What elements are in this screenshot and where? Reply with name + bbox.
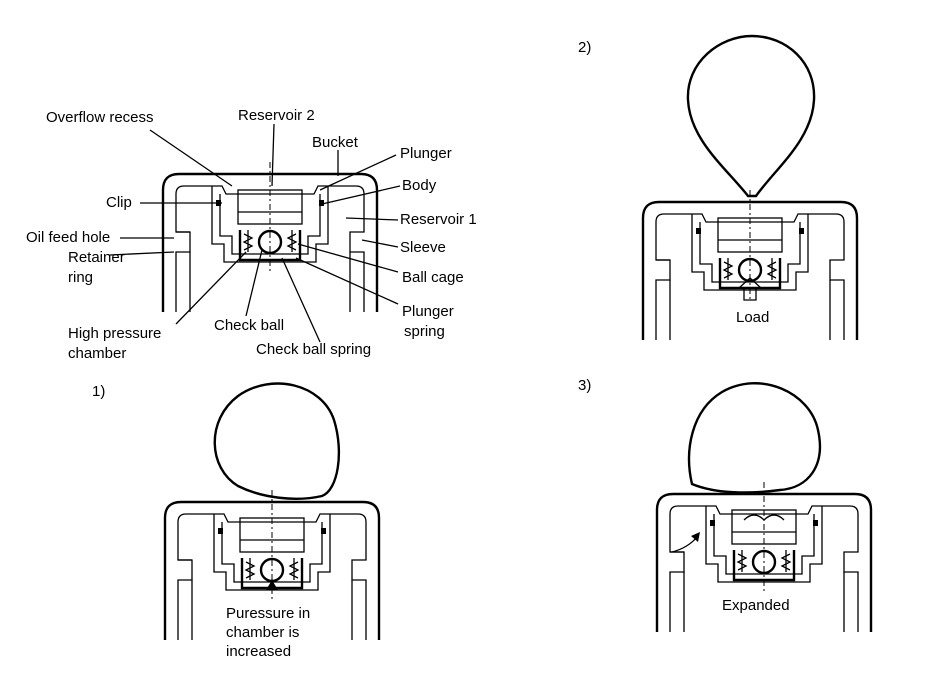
label-bucket: Bucket <box>312 134 359 151</box>
panel-2-caption: Load <box>736 309 769 326</box>
label-overflow-recess: Overflow recess <box>46 109 154 126</box>
label-body: Body <box>402 177 437 194</box>
label-retainer-ring-2: ring <box>68 269 93 286</box>
label-clip: Clip <box>106 194 132 211</box>
panel-3: 3) Expanded <box>578 377 873 634</box>
panel-2: 2) Load <box>578 34 859 342</box>
main-leader-lines <box>109 123 401 343</box>
label-high-pressure-2: chamber <box>68 345 126 362</box>
label-plunger-spring-2: spring <box>404 323 445 340</box>
panel-1-caption-2: chamber is <box>226 624 299 641</box>
label-plunger-spring-1: Plunger <box>402 303 454 320</box>
panel-1-caption-3: increased <box>226 643 291 660</box>
label-sleeve: Sleeve <box>400 239 446 256</box>
label-high-pressure-1: High pressure <box>68 325 161 342</box>
load-arrow-icon <box>737 277 763 301</box>
label-ball-cage: Ball cage <box>402 269 464 286</box>
label-check-ball-spring: Check ball spring <box>256 341 371 358</box>
label-reservoir-2: Reservoir 2 <box>238 107 315 124</box>
panel-3-number: 3) <box>578 377 591 394</box>
panel-1-cam-lobe <box>213 382 341 500</box>
panel-3-caption: Expanded <box>722 597 790 614</box>
label-reservoir-1: Reservoir 1 <box>400 211 477 228</box>
panel-1-number: 1) <box>92 383 105 400</box>
main-labels: Overflow recess Reservoir 2 Bucket Plung… <box>26 107 477 362</box>
panel-1-caption-1: Puressure in <box>226 605 310 622</box>
panel-2-number: 2) <box>578 39 591 56</box>
label-check-ball: Check ball <box>214 317 284 334</box>
panel-2-cam-lobe <box>686 34 816 198</box>
main-cross-section <box>161 160 379 314</box>
label-plunger: Plunger <box>400 145 452 162</box>
label-retainer-ring-1: Retainer <box>68 249 125 266</box>
label-oil-feed-hole: Oil feed hole <box>26 229 110 246</box>
panel-3-cam-lobe <box>687 382 822 494</box>
panel-1: 1) Puressure in chamber is increased <box>92 382 381 660</box>
